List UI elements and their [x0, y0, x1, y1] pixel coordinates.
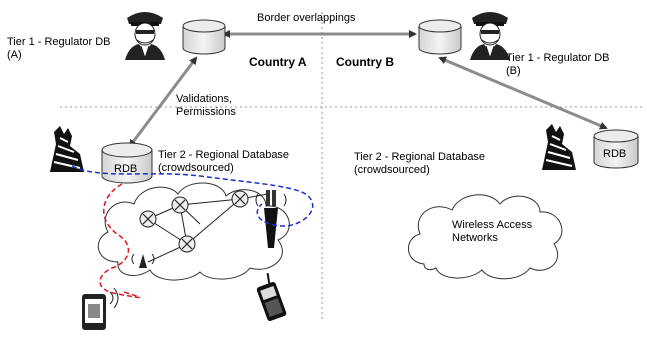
country-b-label: Country B [336, 55, 394, 69]
tier1-a-title: Tier 1 - Regulator DB [7, 36, 111, 48]
smartphone-icon [82, 287, 119, 330]
wireless-cloud-b-icon [408, 194, 563, 280]
router-1-icon [139, 210, 157, 228]
tier2-b-title: Tier 2 - Regional Database [354, 151, 486, 163]
tier1-db-b-icon [418, 19, 462, 55]
red-dashed-link [99, 183, 141, 299]
mobile-phone-icon [256, 272, 287, 321]
country-a-label: Country A [249, 55, 307, 69]
validation-arrow-a [128, 56, 198, 148]
wireless-label-line1: Wireless Access [452, 219, 533, 231]
tier2-a-title: Tier 2 - Regional Database [158, 149, 290, 161]
router-3-icon [231, 190, 249, 208]
router-2-icon [171, 196, 189, 214]
router-4-icon [178, 235, 196, 253]
rdb-b-label: RDB [603, 148, 627, 160]
rdb-a-cylinder-icon [101, 142, 153, 184]
tier1-db-a-icon [182, 19, 226, 55]
permissions-label: Permissions [176, 106, 236, 118]
border-overlappings-label: Border overlappings [257, 12, 356, 24]
rdb-b-cylinder-icon [593, 129, 639, 169]
rdb-a-label: RDB [114, 163, 138, 175]
tier2-a-sub: (crowdsourced) [158, 162, 234, 174]
network-cloud-a-icon [97, 182, 290, 281]
antenna-icon [131, 253, 155, 268]
tier1-b-title: Tier 1 - Regulator DB [506, 52, 610, 64]
validation-arrow-b [438, 56, 608, 130]
validations-label: Validations, [176, 93, 233, 105]
tier1-b-sub: (B) [506, 65, 521, 77]
zebra-b-icon [542, 124, 576, 170]
police-officer-b-icon [470, 12, 510, 60]
wireless-label-line2: Networks [452, 232, 498, 244]
cell-tower-icon [255, 190, 287, 248]
blue-dashed-link [71, 165, 314, 227]
police-officer-a-icon [125, 12, 165, 60]
tier2-b-sub: (crowdsourced) [354, 164, 430, 176]
zebra-a-icon [50, 126, 84, 172]
tier1-a-sub: (A) [7, 49, 22, 61]
